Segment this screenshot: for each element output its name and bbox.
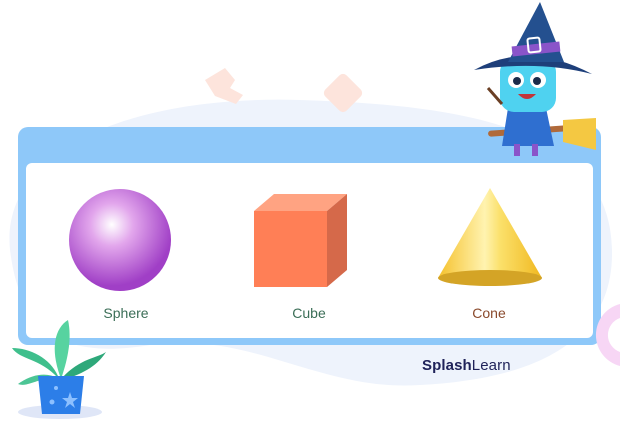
decor-diamond-icon bbox=[323, 73, 363, 113]
cube-shape bbox=[254, 194, 347, 287]
witch-mascot-icon bbox=[474, 2, 596, 156]
sphere-shape bbox=[69, 189, 171, 291]
decor-shape-icon bbox=[205, 68, 243, 104]
brand-logo: SplashLearn bbox=[422, 357, 511, 374]
cube-label: Cube bbox=[292, 305, 326, 321]
cone-shape bbox=[438, 188, 542, 286]
brand-part1: Splash bbox=[422, 357, 472, 374]
sphere-label: Sphere bbox=[103, 305, 149, 321]
plant-pot-icon bbox=[12, 320, 106, 419]
magnet-icon bbox=[595, 304, 620, 366]
brand-part2: Learn bbox=[471, 357, 511, 374]
cone-label: Cone bbox=[472, 305, 506, 321]
